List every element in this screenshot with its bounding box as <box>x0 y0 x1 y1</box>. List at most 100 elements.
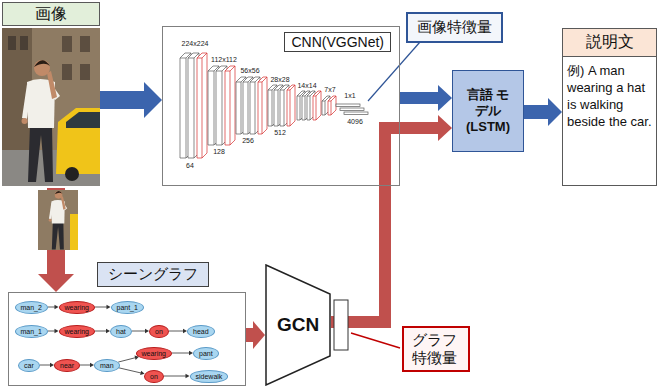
street-photo <box>2 28 100 186</box>
connector-line <box>80 365 91 366</box>
trapezoid-shape <box>266 265 330 385</box>
connector-line <box>48 307 56 308</box>
connector <box>40 363 54 368</box>
relation-node: wearing <box>59 301 96 314</box>
connector-line <box>48 331 56 332</box>
node-text: man_2 <box>21 303 42 312</box>
panel-heading: シーングラフ <box>97 262 209 287</box>
panel-heading: 画像 <box>2 2 100 26</box>
connector-line <box>95 331 107 332</box>
connector-line <box>100 91 145 109</box>
graph-feature-vector <box>334 300 348 350</box>
box-text: 言語 モデル (LSTM) <box>462 87 514 135</box>
arrowhead <box>55 329 59 334</box>
callout-box: 画像特徴量 <box>406 12 503 43</box>
connector-line <box>246 328 254 342</box>
node-text: on <box>150 372 158 381</box>
object-node: car <box>18 359 40 372</box>
connector-line <box>40 365 51 366</box>
node-text: near <box>60 361 74 370</box>
scene-graph-panel: シーングラフman_2wearingpant_1man_1wearinghato… <box>8 292 246 386</box>
arrowhead <box>438 115 452 141</box>
cnn-layers <box>180 53 368 158</box>
object-node: man_2 <box>15 301 48 314</box>
callout-box: グラフ 特徴量 <box>402 326 470 372</box>
box-heading: 説明文 <box>563 29 656 57</box>
object-node: head <box>187 325 215 338</box>
block-text: GCN <box>277 314 319 336</box>
node-text: head <box>193 327 209 336</box>
dimension-label: 128 <box>213 148 225 156</box>
connector <box>400 85 452 111</box>
relation-node: on <box>144 370 164 383</box>
node-text: pant_1 <box>117 303 138 312</box>
connector <box>48 305 59 310</box>
connector-line <box>172 353 190 354</box>
connector <box>172 351 193 356</box>
dimension-label: 56x56 <box>240 67 259 75</box>
relation-node: wearing <box>136 347 173 360</box>
relation-node: wearing <box>59 325 96 338</box>
arrowhead <box>548 98 562 126</box>
leader-line <box>351 333 400 348</box>
connector <box>169 329 187 334</box>
arrowhead <box>186 374 190 379</box>
relation-node: near <box>54 359 80 372</box>
connector <box>132 329 149 334</box>
object-node: man_1 <box>15 325 48 338</box>
dimension-label: 14x14 <box>297 82 316 90</box>
connector <box>100 82 162 118</box>
cropped-photo <box>38 190 78 250</box>
dimension-label: 512 <box>274 129 286 137</box>
dimension-label: 64 <box>186 162 194 170</box>
connector <box>164 374 190 379</box>
dimension-label: 7x7 <box>324 86 335 94</box>
output-box: 説明文例) A man wearing a hat is walking bes… <box>562 28 657 186</box>
gcn-block: GCN <box>265 264 331 386</box>
connector <box>246 321 265 349</box>
person-figure <box>49 191 67 250</box>
connector <box>331 115 452 322</box>
connector <box>80 363 94 368</box>
dimension-label: 1x1 <box>344 92 355 100</box>
connector <box>118 368 144 375</box>
image-panel: 画像 <box>2 2 100 188</box>
panel-title: CNN(VGGNet) <box>284 32 391 52</box>
arrowhead <box>107 305 111 310</box>
cnn-panel: CNN(VGGNet) <box>162 26 400 186</box>
connector-line <box>169 331 184 332</box>
object-node: hat <box>110 325 132 338</box>
node-text: sidewalk <box>196 372 223 381</box>
person-figure <box>22 60 61 182</box>
arrowhead <box>144 82 162 118</box>
arrowhead <box>438 85 452 111</box>
node-text: wearing <box>65 303 90 312</box>
connector <box>118 356 139 362</box>
connector <box>48 329 59 334</box>
object-node: pant <box>193 347 219 360</box>
node-text: pant <box>199 349 213 358</box>
relation-node: on <box>149 325 169 338</box>
callout-text: グラフ 特徴量 <box>412 331 460 367</box>
object-node: pant_1 <box>111 301 144 314</box>
arrowhead <box>253 321 265 349</box>
dimension-label: 4096 <box>347 118 363 126</box>
arrowhead <box>55 305 59 310</box>
node-text: car <box>24 361 34 370</box>
connector-line <box>118 368 141 373</box>
dimension-label: 28x28 <box>270 76 289 84</box>
dimension-label: 112x112 <box>211 56 237 64</box>
connector-line <box>400 92 439 104</box>
node-text: on <box>155 327 163 336</box>
object-node: sidewalk <box>190 370 229 383</box>
node-text: man <box>100 361 114 370</box>
node-text: man_1 <box>21 327 42 336</box>
connector <box>95 305 110 310</box>
callout-text: 画像特徴量 <box>417 18 492 37</box>
arrowhead <box>38 274 74 292</box>
connector-line <box>164 376 187 377</box>
connector-line <box>524 105 549 119</box>
node-text: wearing <box>65 327 90 336</box>
dimension-label: 224x224 <box>182 40 209 48</box>
example-text: 例) A man wearing a hat is walking beside… <box>563 57 656 135</box>
